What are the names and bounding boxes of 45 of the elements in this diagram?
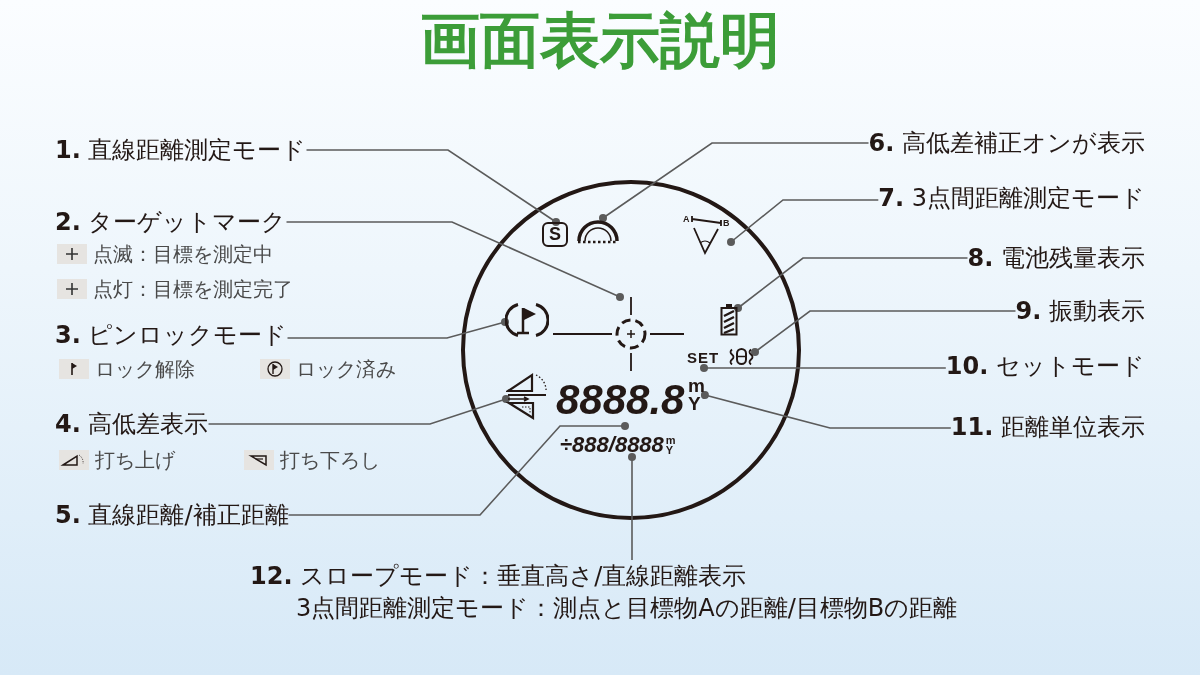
title: 画面表示説明 [420, 4, 780, 76]
leader-line [305, 149, 560, 226]
note-text: ロック解除 [95, 357, 195, 381]
leader-line [734, 257, 969, 312]
crosshair-icon [553, 297, 684, 371]
lcd-digits: 8888.8 [556, 378, 685, 426]
note-text: ロック済み [296, 357, 396, 381]
double-triangle-icon [506, 372, 548, 420]
vibration-icon [728, 348, 755, 365]
callout-text: 10. セットモード [945, 351, 1145, 381]
lcd-small-digits: ÷888/8888 [560, 432, 664, 457]
leader-line [207, 395, 510, 425]
set-label: SET [687, 348, 720, 368]
leader-line [700, 391, 952, 429]
callout-text: 6. 高低差補正オンが表示 [868, 128, 1145, 158]
callout-text: 7. 3点間距離測定モード [878, 183, 1145, 213]
note-text: 点灯：目標を測定完了 [93, 277, 293, 301]
leader-line [287, 422, 629, 516]
flag-circle-icon [505, 301, 549, 339]
note-text: 打ち上げ [95, 448, 175, 472]
leader-line [700, 364, 947, 372]
unit-label: m Y [688, 377, 705, 413]
callout-text: 4. 高低差表示 [55, 409, 209, 439]
callout-text: 8. 電池残量表示 [967, 243, 1145, 273]
leader-line [286, 318, 509, 339]
callout-text: 3. ピンロックモード [55, 320, 288, 350]
leader-line [727, 199, 880, 246]
callout-text: 9. 振動表示 [1015, 296, 1145, 326]
dome-arc-icon [575, 218, 621, 244]
unit-label: m Y [665, 435, 676, 455]
note-text: 打ち下ろし [280, 448, 380, 472]
leader-line [628, 453, 636, 561]
callout-text: 2. ターゲットマーク [55, 207, 287, 237]
leader-line [285, 221, 624, 301]
battery-icon [720, 303, 738, 336]
callout-text: 12. スロープモード：垂直高さ/直線距離表示 [250, 561, 747, 592]
callout-text: 1. 直線距離測定モード [55, 135, 307, 165]
callout-text: 11. 距離単位表示 [950, 412, 1145, 442]
display-circle [461, 180, 801, 520]
leader-line [599, 142, 870, 222]
callout-text: 5. 直線距離/補正距離 [55, 500, 289, 530]
callout-text: 3点間距離測定モード：測点と目標物Aの距離/目標物Bの距離 [296, 593, 958, 624]
leader-line [751, 310, 1017, 356]
mode-indicator: S [542, 222, 568, 247]
note-text: 点滅：目標を測定中 [93, 242, 273, 266]
